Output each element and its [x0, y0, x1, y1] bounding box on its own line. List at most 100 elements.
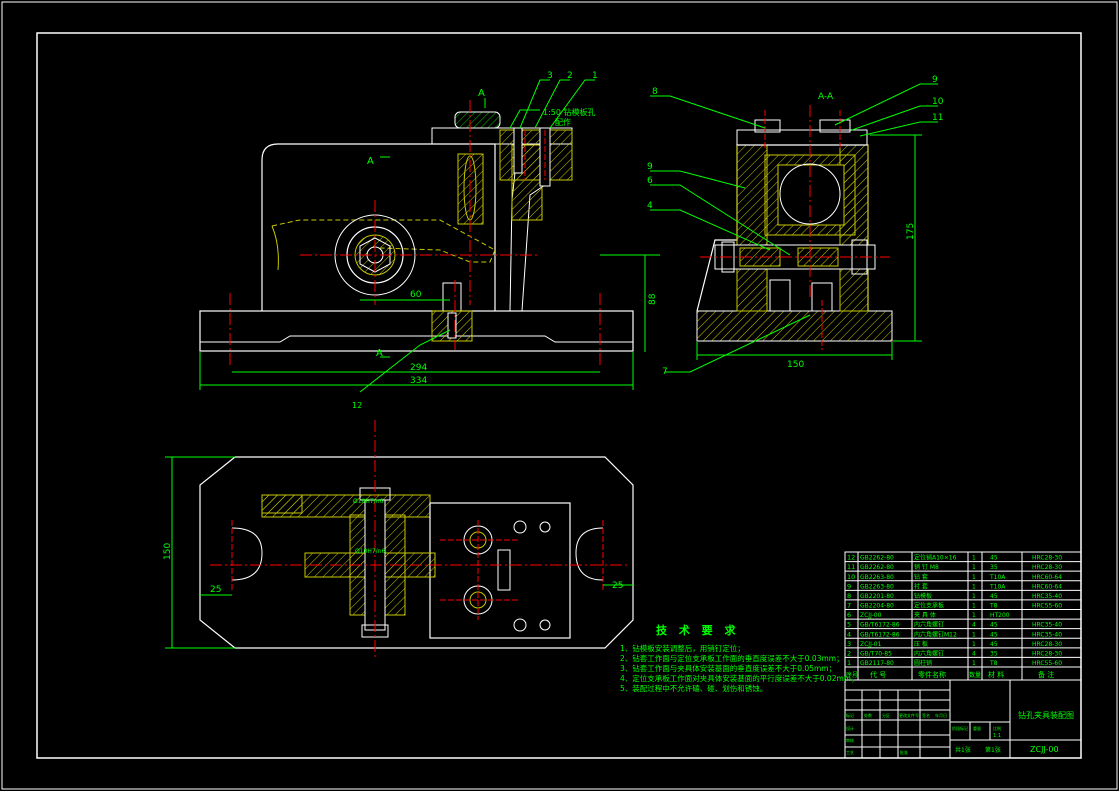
table-cell-mat: 45 [990, 641, 998, 648]
front-dimensions [199, 254, 660, 393]
table-cell-qty: 1 [972, 583, 976, 590]
table-cell-qty: 1 [972, 574, 976, 581]
table-cell-no: 2 [847, 649, 851, 657]
balloon-9a: 9 [932, 75, 938, 85]
table-cell-name: 圆柱销 [914, 659, 932, 667]
table-cell-no: 10 [847, 573, 855, 581]
table-cell-no: 7 [847, 602, 851, 610]
table-cell-mat: 45 [990, 631, 998, 638]
th-code: 代 号 [870, 670, 886, 679]
parts-table [844, 551, 1082, 681]
row-label-5: 年月日 [935, 712, 947, 718]
tech-line-4: 4、定位支承板工作面对夹具体安装基面的平行度误差不大于0.02mm； [620, 674, 859, 683]
th-mat: 材 料 [988, 670, 1004, 679]
table-cell-mat: HT200 [990, 612, 1010, 619]
table-cell-code: GB2263-80 [860, 574, 894, 581]
table-cell-note: HRC55-60 [1032, 660, 1062, 667]
table-cell-mat: 45 [990, 593, 998, 600]
row-label-3: 更改文件号 [899, 712, 919, 718]
table-cell-note: HRC28-30 [1032, 641, 1062, 648]
section-mark-top: A [478, 88, 485, 99]
sheet-total: 共1张 [955, 746, 971, 754]
table-cell-no: 1 [847, 659, 851, 667]
table-cell-code: GB/T70-85 [860, 650, 892, 657]
balloon-4: 4 [647, 201, 653, 211]
table-cell-qty: 1 [972, 564, 976, 571]
table-cell-name: 钻 套 [914, 573, 928, 581]
side-view [509, 79, 938, 373]
th-note: 备 注 [1038, 670, 1054, 679]
table-cell-code: GB2263-80 [860, 583, 894, 590]
scale: 1:1 [993, 733, 1001, 739]
table-cell-mat: 35 [990, 564, 998, 571]
dim-25-right: 25 [612, 581, 623, 591]
balloon-11: 11 [932, 113, 943, 123]
th-qty: 数量 [969, 671, 981, 679]
table-cell-name: 衬 套 [914, 582, 928, 590]
table-cell-no: 8 [847, 592, 851, 600]
stage-label-1: 重量 [973, 725, 981, 731]
table-cell-qty: 1 [972, 593, 976, 600]
row-label-2: 分区 [882, 712, 890, 718]
table-cell-qty: 1 [972, 641, 976, 648]
section-mark-bottom: A [376, 348, 383, 359]
dim-88: 88 [648, 293, 658, 305]
dim-294: 294 [410, 363, 427, 373]
table-cell-mat: T10A [989, 583, 1006, 590]
table-cell-code: GB2262-80 [860, 564, 894, 571]
table-cell-qty: 1 [972, 660, 976, 667]
balloon-1: 1 [592, 71, 598, 81]
sign-label-2: 工艺 [846, 750, 854, 755]
inner-frame [36, 32, 1082, 759]
table-cell-name: 定位支承板 [914, 602, 944, 610]
table-cell-note: HRC35-40 [1032, 593, 1062, 600]
table-cell-no: 4 [847, 630, 851, 638]
drawing-no: ZCJJ-00 [1030, 745, 1059, 754]
table-cell-qty: 4 [972, 622, 976, 629]
table-cell-code: GB2204-80 [860, 603, 894, 610]
table-cell-name: 内六角螺钉 [914, 649, 944, 657]
technical-requirements: 技 术 要 求 1、钻模板安装调整后，用销钉定位； 2、钻套工作面与定位支承板工… [620, 622, 859, 694]
table-cell-note: HRC28-30 [1032, 650, 1062, 657]
section-label: A-A [818, 92, 834, 102]
drawing-name: 钻孔夹具装配图 [1018, 710, 1074, 720]
table-cell-qty: 1 [972, 631, 976, 638]
table-cell-no: 9 [847, 582, 851, 590]
table-cell-no: 5 [847, 621, 851, 629]
table-cell-mat: T8 [989, 660, 998, 667]
stage-label-0: 阶段标记 [952, 725, 968, 731]
table-cell-code: GB2262-80 [860, 555, 894, 562]
table-cell-mat: 45 [990, 622, 998, 629]
dim-fit-b: Ø10H7/n6 [355, 548, 386, 555]
front-view [199, 98, 634, 365]
tech-line-3: 3、钻套工作面与夹具体安装基面的垂直度误差不大于0.05mm； [620, 664, 837, 673]
table-cell-no: 11 [847, 563, 855, 571]
table-cell-note: HRC35-40 [1032, 622, 1062, 629]
balloon-7: 7 [662, 367, 668, 377]
table-cell-code: GB2117-80 [860, 660, 894, 667]
table-cell-qty: 1 [972, 555, 976, 562]
dim-fit-a: Ø10H7/n6 [353, 498, 384, 505]
table-cell-code: ZCJJ-00 [860, 612, 882, 619]
dim-334: 334 [410, 376, 427, 386]
sign-label-3: 批准 [900, 749, 908, 755]
dim-175: 175 [906, 223, 916, 240]
dim-60: 60 [410, 290, 422, 300]
balloon-6: 6 [647, 176, 653, 186]
th-no: 序号 [846, 671, 858, 679]
table-cell-note: HRC55-60 [1032, 603, 1062, 610]
table-cell-name: 销 钉 M8 [914, 563, 939, 571]
th-name: 零件名称 [918, 670, 946, 679]
sheet-no: 第1张 [985, 746, 1001, 754]
table-cell-qty: 4 [972, 650, 976, 657]
table-cell-qty: 1 [972, 612, 976, 619]
tech-line-1: 1、钻模板安装调整后，用销钉定位； [620, 644, 745, 653]
balloon-8: 8 [652, 87, 658, 97]
table-cell-note: HRC28-30 [1032, 555, 1062, 562]
sign-label-1: 审核 [846, 737, 854, 743]
table-cell-note: HRC28-30 [1032, 564, 1062, 571]
row-label-0: 标记 [846, 712, 854, 718]
row-label-1: 处数 [864, 712, 872, 718]
